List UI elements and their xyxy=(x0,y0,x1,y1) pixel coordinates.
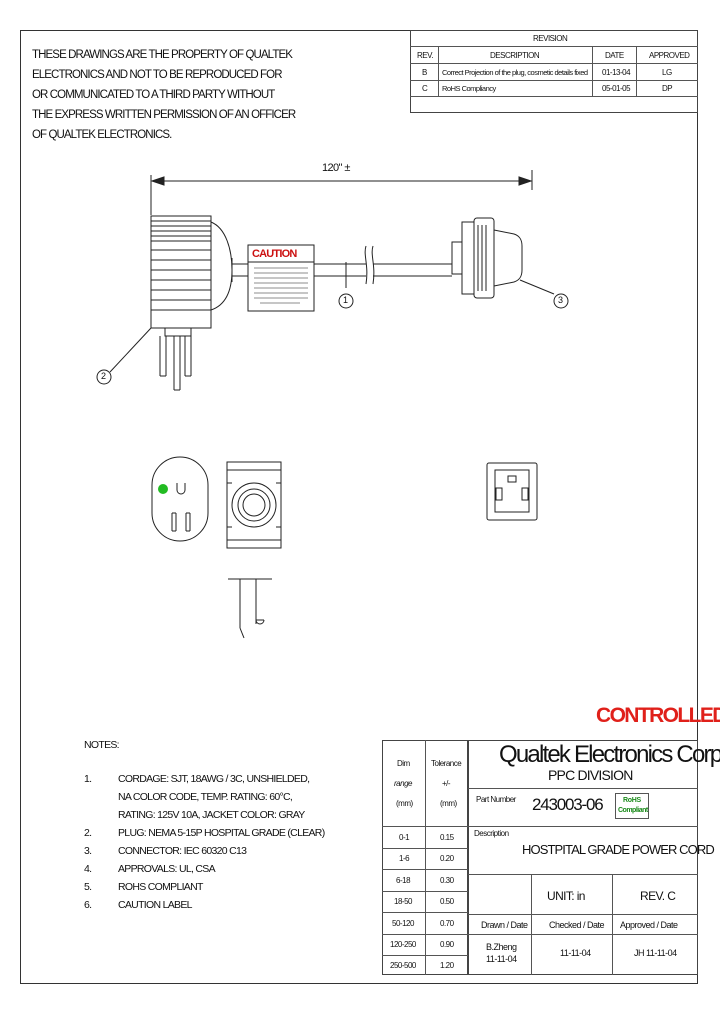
tolerance-value: 1.20 xyxy=(440,961,454,970)
notice-line: THE EXPRESS WRITTEN PERMISSION OF AN OFF… xyxy=(32,109,296,121)
balloon-1-label: 1 xyxy=(343,295,348,305)
revision-title: REVISION xyxy=(533,34,568,43)
note-number: 5. xyxy=(84,881,92,893)
note-text: RATING: 125V 10A, JACKET COLOR: GRAY xyxy=(118,809,305,821)
tolerance-header-range: range xyxy=(394,779,412,788)
tolerance-header-dim: Dim xyxy=(397,759,410,768)
tolerance-header-tolerance: Tolerance xyxy=(431,759,462,768)
balloon-1 xyxy=(338,293,354,309)
tolerance-header-plusminus: +/- xyxy=(442,779,451,788)
revision-date: 01-13-04 xyxy=(602,68,631,77)
notice-line: OR COMMUNICATED TO A THIRD PARTY WITHOUT xyxy=(32,89,275,101)
balloon-3 xyxy=(553,293,569,309)
tolerance-range: 6-18 xyxy=(396,876,411,885)
tolerance-range: 0-1 xyxy=(399,833,410,842)
leader-line-3 xyxy=(519,279,555,295)
revision-date: 05-01-05 xyxy=(602,84,631,93)
drawn-label: Drawn / Date xyxy=(481,920,528,930)
revision-value: REV. C xyxy=(640,889,676,903)
drawn-date: 11-11-04 xyxy=(486,954,517,964)
revision-description: Correct Projection of the plug, cosmetic… xyxy=(442,68,588,77)
tolerance-range: 120-250 xyxy=(390,940,416,949)
revision-rev: C xyxy=(422,84,428,93)
tolerance-header-unit: (mm) xyxy=(440,799,457,808)
note-number: 4. xyxy=(84,863,92,875)
revision-header-approved: APPROVED xyxy=(649,51,690,60)
tolerance-range: 50-120 xyxy=(392,919,414,928)
revision-approved: DP xyxy=(662,84,673,93)
plug-face-view xyxy=(151,456,209,542)
controlled-stamp: CONTROLLED xyxy=(596,704,720,727)
note-text: CORDAGE: SJT, 18AWG / 3C, UNSHIELDED, xyxy=(118,773,310,785)
revision-description: RoHS Compliancy xyxy=(442,84,496,93)
notice-line: THESE DRAWINGS ARE THE PROPERTY OF QUALT… xyxy=(32,49,293,61)
revision-table-frame xyxy=(410,30,698,113)
note-number: 2. xyxy=(84,827,92,839)
balloon-3-label: 3 xyxy=(558,295,563,305)
note-text: ROHS COMPLIANT xyxy=(118,881,203,893)
rohs-badge: RoHS Compliant xyxy=(615,793,649,819)
caution-label-title: CAUTION xyxy=(252,248,297,260)
tolerance-value: 0.90 xyxy=(440,940,454,949)
part-number: 243003-06 xyxy=(532,795,604,814)
tolerance-range: 250-500 xyxy=(390,961,416,970)
sheet-border xyxy=(20,30,698,984)
rohs-badge-line: Compliant xyxy=(618,807,648,814)
tolerance-range: 1-6 xyxy=(399,854,410,863)
tolerance-value: 0.70 xyxy=(440,919,454,928)
notice-line: OF QUALTEK ELECTRONICS. xyxy=(32,129,172,141)
revision-header-rev: REV. xyxy=(417,51,433,60)
description-value: HOSTPITAL GRADE POWER CORD xyxy=(522,842,715,857)
note-text: NA COLOR CODE, TEMP. RATING: 60°C, xyxy=(118,791,293,803)
length-dimension-line xyxy=(150,170,533,215)
cord-line xyxy=(232,245,452,285)
title-block-frame xyxy=(468,740,698,975)
caution-label-box xyxy=(247,244,315,312)
note-text: PLUG: NEMA 5-15P HOSPITAL GRADE (CLEAR) xyxy=(118,827,325,839)
approved-label: Approved / Date xyxy=(620,920,678,930)
leader-line-2 xyxy=(109,327,152,373)
revision-rev: B xyxy=(422,68,427,77)
drawn-by: B.Zheng xyxy=(486,942,517,952)
plug-pin-detail xyxy=(228,578,272,639)
connector-side-view xyxy=(451,217,523,299)
tolerance-value: 0.50 xyxy=(440,897,454,906)
tolerance-value: 0.30 xyxy=(440,876,454,885)
company-name: Qualtek Electronics Corp. xyxy=(499,741,720,768)
approved-by-date: JH 11-11-04 xyxy=(634,948,677,958)
notice-line: ELECTRONICS AND NOT TO BE REPRODUCED FOR xyxy=(32,69,283,81)
note-text: APPROVALS: UL, CSA xyxy=(118,863,216,875)
notes-title: NOTES: xyxy=(84,739,120,751)
note-text: CAUTION LABEL xyxy=(118,899,192,911)
note-number: 1. xyxy=(84,773,92,785)
balloon-2-label: 2 xyxy=(101,371,106,381)
hospital-grade-dot xyxy=(158,484,168,494)
note-text: CONNECTOR: IEC 60320 C13 xyxy=(118,845,247,857)
checked-date: 11-11-04 xyxy=(560,948,591,958)
length-dimension-text: 120" ± xyxy=(322,162,350,174)
tolerance-value: 0.15 xyxy=(440,833,454,842)
balloon-2 xyxy=(96,369,112,385)
revision-header-date: DATE xyxy=(605,51,624,60)
tolerance-header-unit: (mm) xyxy=(396,799,413,808)
rohs-badge-line: RoHS xyxy=(623,797,641,804)
note-number: 6. xyxy=(84,899,92,911)
connector-face-view xyxy=(486,462,538,521)
revision-header-description: DESCRIPTION xyxy=(490,51,540,60)
unit-value: UNIT: in xyxy=(547,889,585,903)
part-number-label: Part Number xyxy=(476,795,516,804)
plug-top-view xyxy=(226,461,282,549)
plug-side-view xyxy=(150,215,233,391)
tolerance-value: 0.20 xyxy=(440,854,454,863)
description-label: Description xyxy=(474,829,509,838)
checked-label: Checked / Date xyxy=(549,920,605,930)
tolerance-range: 18-50 xyxy=(394,897,412,906)
division-name: PPC DIVISION xyxy=(548,767,633,783)
note-number: 3. xyxy=(84,845,92,857)
revision-approved: LG xyxy=(662,68,672,77)
